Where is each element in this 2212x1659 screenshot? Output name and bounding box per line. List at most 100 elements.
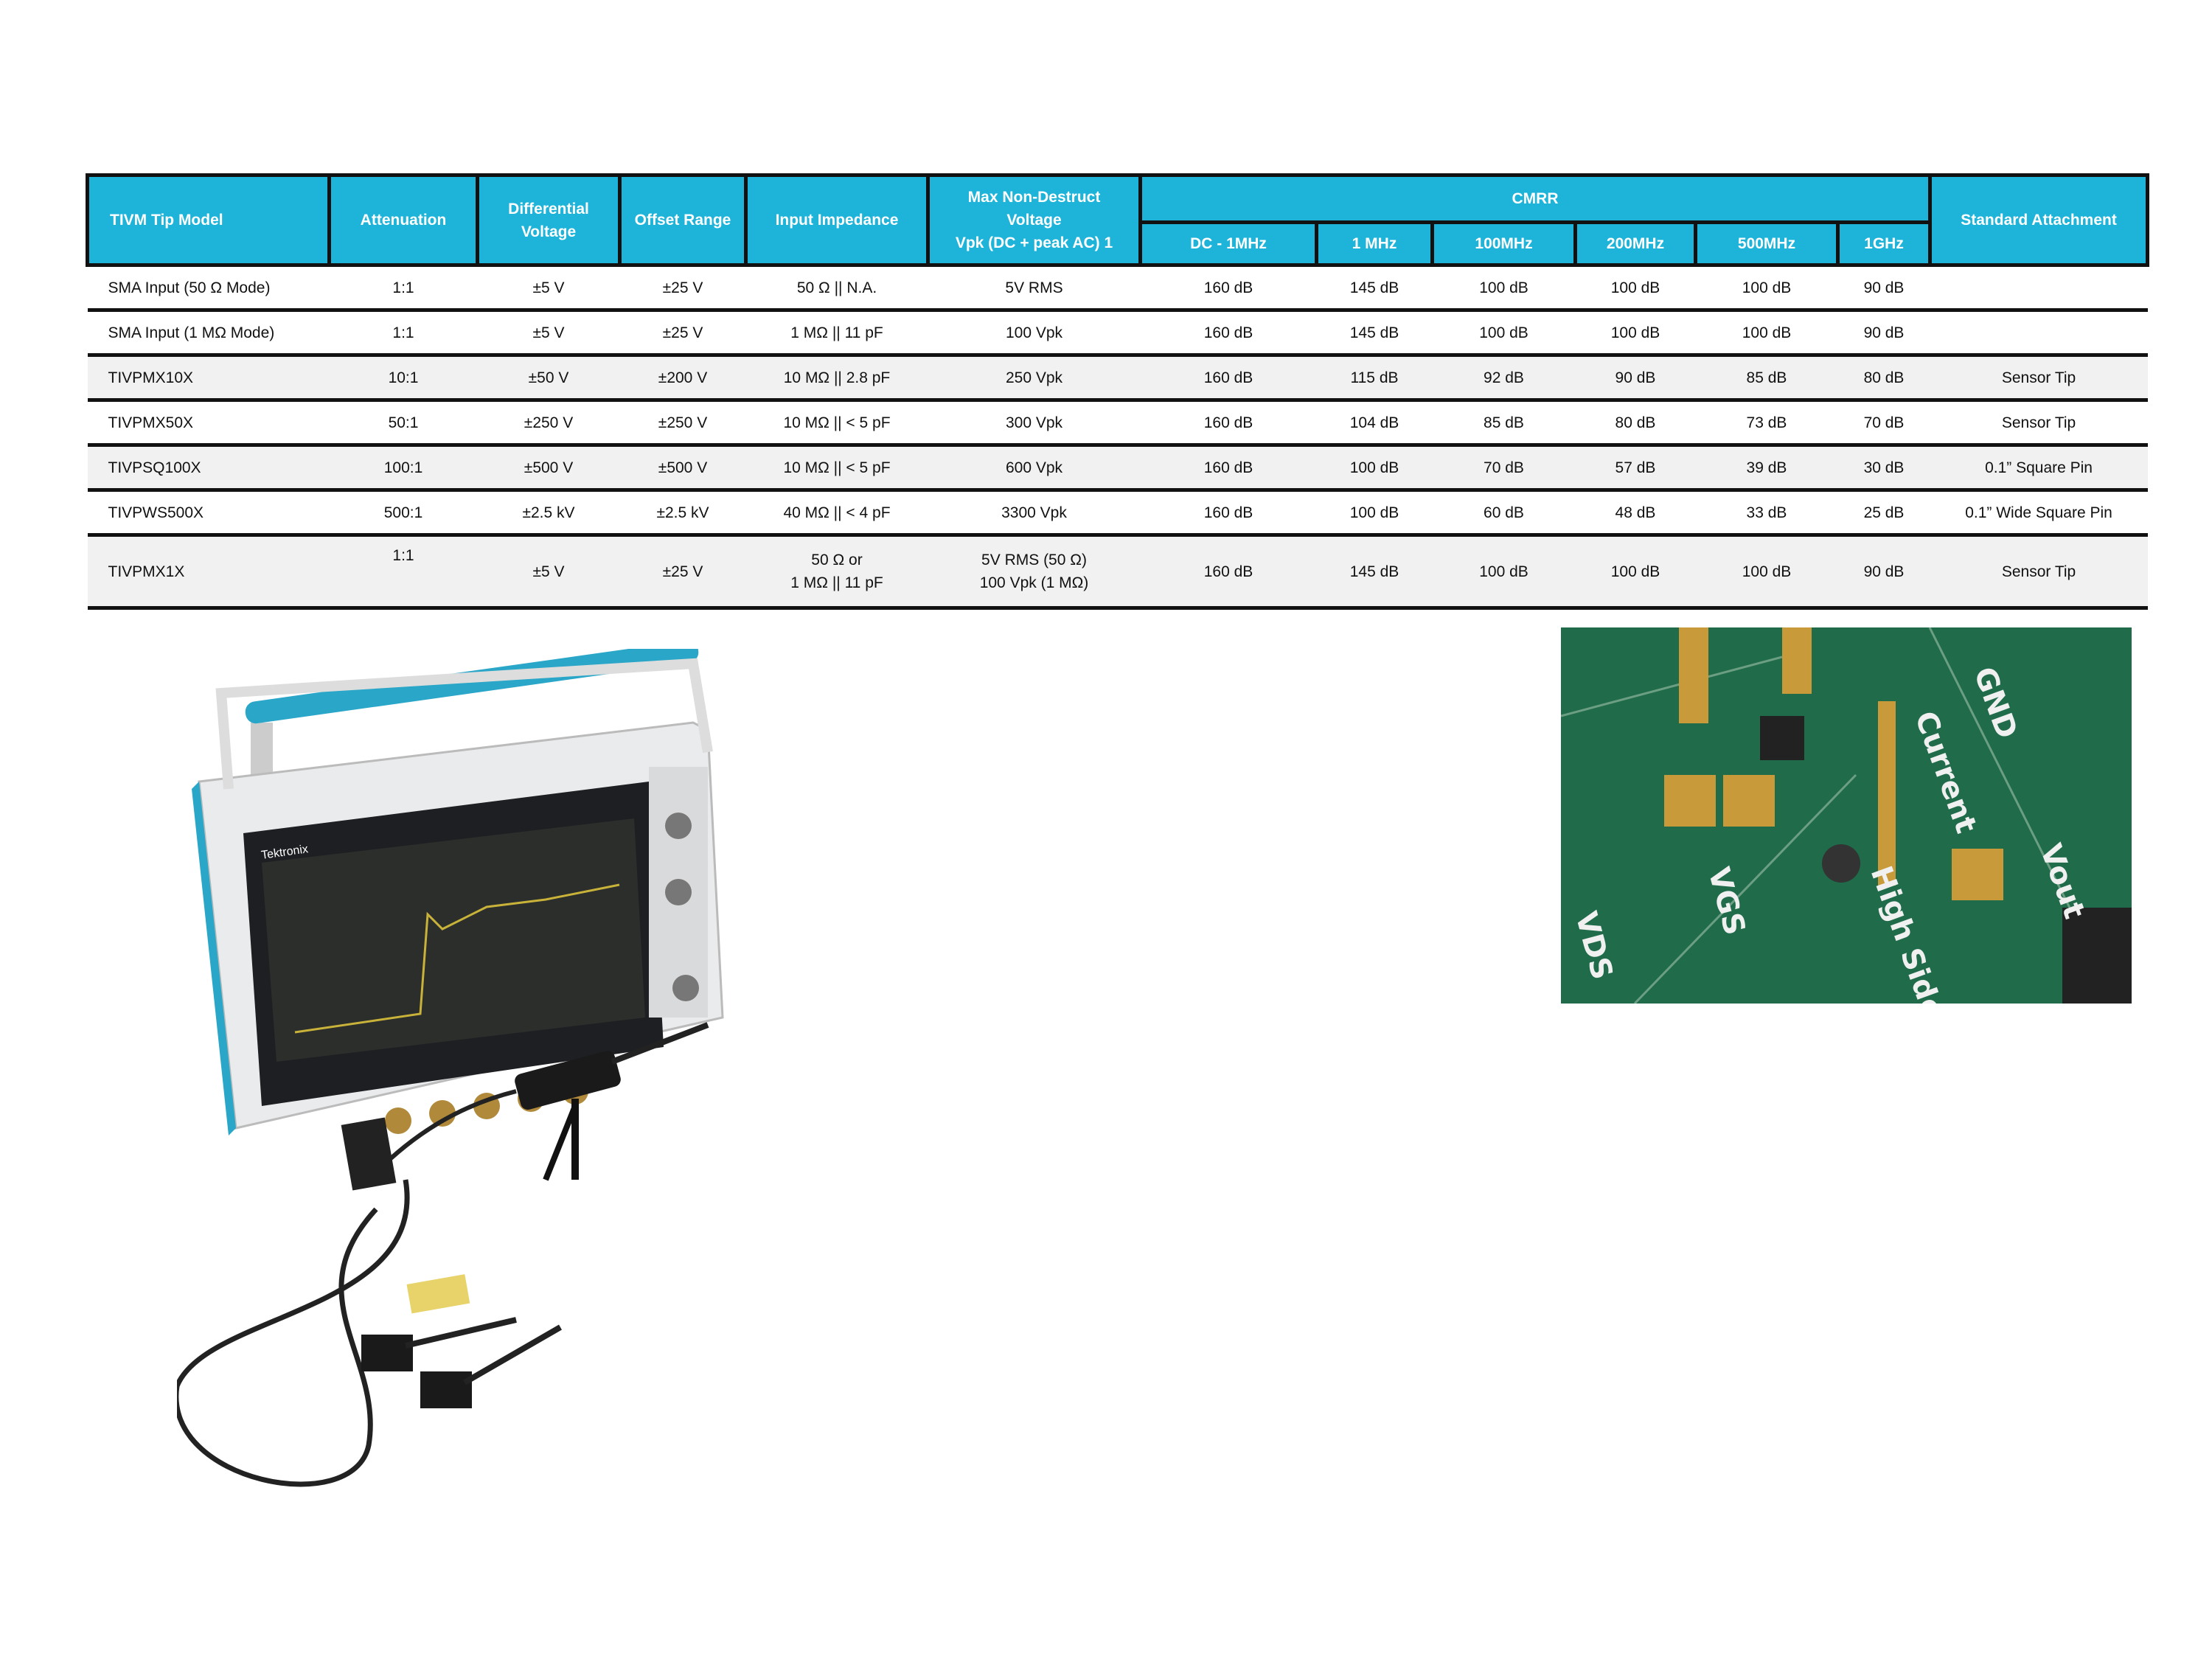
imp-line1: 10 MΩ || < 5 pF xyxy=(783,414,891,431)
cell-model: TIVPMX10X xyxy=(87,355,330,402)
cell-cmrr: 100 dB xyxy=(1316,445,1433,492)
cell-cmrr: 100 dB xyxy=(1432,265,1576,312)
cell-diff-voltage: ±5 V xyxy=(477,535,620,610)
cell-input-impedance: 50 Ω or 1 MΩ || 11 pF xyxy=(745,535,928,610)
cell-cmrr: 85 dB xyxy=(1695,355,1838,402)
cell-attenuation: 10:1 xyxy=(329,355,478,402)
cell-attenuation: 50:1 xyxy=(329,400,478,447)
cell-cmrr: 48 dB xyxy=(1575,490,1696,537)
cell-cmrr: 33 dB xyxy=(1695,490,1838,537)
header-input-impedance: Input Impedance xyxy=(744,173,930,267)
cell-cmrr: 57 dB xyxy=(1575,445,1696,492)
header-max-line2: Voltage xyxy=(1006,212,1062,229)
cell-cmrr: 145 dB xyxy=(1316,265,1433,312)
imp-line1: 50 Ω or xyxy=(811,552,863,568)
max-line2: 100 Vpk (1 MΩ) xyxy=(979,574,1089,591)
imp-line1: 10 MΩ || < 5 pF xyxy=(783,459,891,476)
cell-offset-range: ±250 V xyxy=(619,400,746,447)
cell-max-voltage: 5V RMS (50 Ω) 100 Vpk (1 MΩ) xyxy=(928,535,1141,610)
cell-model: TIVPMX1X xyxy=(87,535,330,610)
cell-cmrr: 160 dB xyxy=(1140,310,1317,357)
cell-offset-range: ±200 V xyxy=(619,355,746,402)
cell-max-voltage: 250 Vpk xyxy=(928,355,1141,402)
cell-max-voltage: 3300 Vpk xyxy=(928,490,1141,537)
header-cmrr-col: 500MHz xyxy=(1694,220,1840,267)
cell-cmrr: 39 dB xyxy=(1695,445,1838,492)
cell-cmrr: 115 dB xyxy=(1316,355,1433,402)
imp-line1: 1 MΩ || 11 pF xyxy=(790,324,883,341)
cell-attachment: 0.1” Square Pin xyxy=(1930,445,2148,492)
header-max-line3: Vpk (DC + peak AC) 1 xyxy=(955,234,1113,251)
header-max-voltage: Max Non-Destruct Voltage Vpk (DC + peak … xyxy=(926,173,1142,267)
cell-diff-voltage: ±250 V xyxy=(477,400,620,447)
header-diff-voltage: Differential Voltage xyxy=(476,173,622,267)
cell-attachment: Sensor Tip xyxy=(1930,400,2148,447)
header-cmrr-col: 1GHz xyxy=(1835,220,1933,267)
cell-cmrr: 104 dB xyxy=(1316,400,1433,447)
cell-cmrr: 100 dB xyxy=(1695,265,1838,312)
cell-input-impedance: 10 MΩ || < 5 pF xyxy=(745,400,928,447)
table-row: SMA Input (50 Ω Mode)1:1±5 V±25 V 50 Ω ||… xyxy=(87,265,2148,312)
cell-cmrr: 100 dB xyxy=(1695,310,1838,357)
probe-spec-table: TIVM Tip Model Attenuation Differential … xyxy=(86,173,2150,610)
imp-line1: 10 MΩ || 2.8 pF xyxy=(783,369,891,386)
header-cmrr-col: DC - 1MHz xyxy=(1138,220,1318,267)
cell-input-impedance: 10 MΩ || 2.8 pF xyxy=(745,355,928,402)
cell-cmrr: 145 dB xyxy=(1316,310,1433,357)
header-cmrr-col: 200MHz xyxy=(1573,220,1697,267)
cell-cmrr: 73 dB xyxy=(1695,400,1838,447)
cell-attenuation: 1:1 xyxy=(329,535,478,610)
cell-model: SMA Input (50 Ω Mode) xyxy=(87,265,330,312)
imp-line1: 40 MΩ || < 4 pF xyxy=(783,504,891,521)
cell-max-voltage: 300 Vpk xyxy=(928,400,1141,447)
cell-max-voltage: 600 Vpk xyxy=(928,445,1141,492)
header-offset-range: Offset Range xyxy=(618,173,748,267)
cell-cmrr: 60 dB xyxy=(1432,490,1576,537)
cell-attenuation: 500:1 xyxy=(329,490,478,537)
max-line1: 600 Vpk xyxy=(1005,459,1063,476)
cell-diff-voltage: ±500 V xyxy=(477,445,620,492)
cell-cmrr: 30 dB xyxy=(1837,445,1930,492)
cell-input-impedance: 40 MΩ || < 4 pF xyxy=(745,490,928,537)
cell-attenuation: 1:1 xyxy=(329,265,478,312)
cell-cmrr: 100 dB xyxy=(1695,535,1838,610)
header-cmrr: CMRR xyxy=(1138,173,1933,224)
cell-model: TIVPMX50X xyxy=(87,400,330,447)
cell-cmrr: 90 dB xyxy=(1837,265,1930,312)
cell-diff-voltage: ±5 V xyxy=(477,265,620,312)
cell-cmrr: 70 dB xyxy=(1837,400,1930,447)
pcb-closeup-photo: VDS VGS High Side Current Vout GND xyxy=(1561,627,2132,1004)
cell-diff-voltage: ±50 V xyxy=(477,355,620,402)
cell-offset-range: ±25 V xyxy=(619,265,746,312)
cell-attachment: Sensor Tip xyxy=(1930,355,2148,402)
cell-cmrr: 70 dB xyxy=(1432,445,1576,492)
oscilloscope-probe-photo: Tektronix xyxy=(177,649,724,1487)
cell-attachment: 0.1” Wide Square Pin xyxy=(1930,490,2148,537)
header-model: TIVM Tip Model xyxy=(86,173,331,267)
cell-cmrr: 100 dB xyxy=(1575,310,1696,357)
cell-cmrr: 92 dB xyxy=(1432,355,1576,402)
cell-input-impedance: 1 MΩ || 11 pF xyxy=(745,310,928,357)
header-attachment: Standard Attachment xyxy=(1928,173,2150,267)
max-line1: 5V RMS (50 Ω) xyxy=(981,552,1087,568)
cell-cmrr: 85 dB xyxy=(1432,400,1576,447)
cell-cmrr: 90 dB xyxy=(1575,355,1696,402)
header-max-line1: Max Non-Destruct xyxy=(967,189,1101,206)
cell-cmrr: 80 dB xyxy=(1837,355,1930,402)
cell-cmrr: 160 dB xyxy=(1140,445,1317,492)
cell-offset-range: ±25 V xyxy=(619,310,746,357)
imp-line1: 50 Ω || N.A. xyxy=(796,279,877,296)
header-cmrr-col: 100MHz xyxy=(1430,220,1577,267)
cell-offset-range: ±500 V xyxy=(619,445,746,492)
imp-line2: 1 MΩ || 11 pF xyxy=(790,574,883,591)
cell-cmrr: 145 dB xyxy=(1316,535,1433,610)
max-line1: 5V RMS xyxy=(1005,279,1063,296)
cell-model: TIVPWS500X xyxy=(87,490,330,537)
cell-model: SMA Input (1 MΩ Mode) xyxy=(87,310,330,357)
cell-cmrr: 25 dB xyxy=(1837,490,1930,537)
cell-attenuation: 100:1 xyxy=(329,445,478,492)
